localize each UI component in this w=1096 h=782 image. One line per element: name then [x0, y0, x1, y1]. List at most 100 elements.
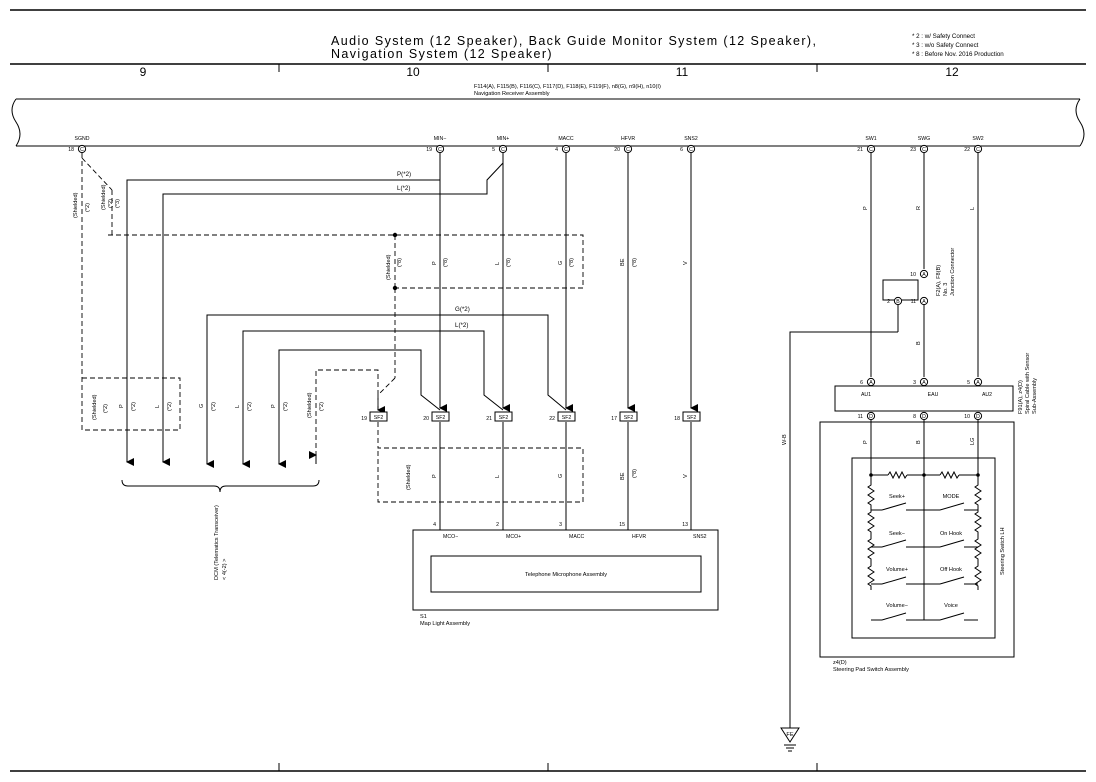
wire-eau-b-label: B	[916, 341, 922, 345]
wire-lower-be-label: BE	[620, 472, 626, 480]
pin-min-pos-name: MIN+	[497, 136, 510, 142]
wire-upper-be-star8: (*8)	[632, 258, 638, 267]
splice-21-num: 21	[486, 416, 492, 422]
pin-min-neg-num: 19	[426, 147, 432, 153]
button-on-hook: On Hook	[940, 531, 962, 537]
spiral-name2: Sub-Assembly	[1032, 378, 1038, 414]
spiral-label-au1: AU1	[861, 392, 871, 398]
junction-pin-2-num: 2	[887, 299, 890, 305]
spiral-cable-pins: 6 A 3 A 5 A AU1 EAU AU2 11 D 8 D 10 D	[858, 377, 992, 421]
button-voice: Voice	[944, 603, 958, 609]
spiral-pin-10-conn: D	[976, 414, 980, 420]
splice-17-label: SF2	[624, 415, 634, 421]
steering-switch-lh-label: Steering Switch LH	[1000, 527, 1006, 575]
map-light-pin-2-name: MCO+	[506, 534, 521, 540]
button-off-hook: Off Hook	[940, 567, 962, 573]
junction-connector: 10 A 11 A 2 B	[887, 269, 929, 306]
spiral-pin-11-conn: D	[869, 414, 873, 420]
button-mode: MODE	[943, 494, 960, 500]
shield-upper-star2-label: (*2)	[108, 199, 114, 208]
column-number-12: 12	[945, 65, 959, 79]
steering-switch-buttons: Seek+ MODE Seek− On Hook Volume+ Off Hoo…	[886, 494, 962, 609]
pin-macc-conn: C	[564, 147, 568, 153]
note-2: * 3 : w/o Safety Connect	[912, 42, 979, 49]
shield-mid-shielded-label: (Shielded)	[386, 254, 392, 280]
pin-macc-name: MACC	[558, 136, 574, 142]
dcm-wire-l2-star2: (*2)	[247, 402, 253, 411]
wire-sw1-p-label: P	[863, 206, 869, 210]
spiral-label-eau: EAU	[928, 392, 939, 398]
pin-sns2-conn: C	[689, 147, 693, 153]
spiral-pin-3-num: 3	[913, 380, 916, 386]
dcm-wire-p2-star2: (*2)	[283, 402, 289, 411]
splice-19: 19 SF2	[361, 411, 388, 422]
pin-swg-num: 23	[910, 147, 916, 153]
pin-hfvr-num: 20	[614, 147, 620, 153]
pin-hfvr-terminal	[623, 144, 633, 154]
junction-name2: Junction Connector	[950, 248, 956, 296]
steering-pad-name: Steering Pad Switch Assembly	[833, 667, 909, 673]
dcm-wire-g-label: G	[199, 404, 205, 408]
map-light-pin-13-name: SNS2	[693, 534, 707, 540]
middle-wiring	[377, 153, 698, 530]
shield-mid-star8-label: (*8)	[397, 258, 403, 267]
button-volume-plus: Volume+	[886, 567, 908, 573]
junction-code: F2(A), F8(B)	[936, 265, 942, 296]
splice-20: 20 SF2	[423, 411, 450, 422]
wire-label-g-star2: G(*2)	[455, 306, 470, 313]
dcm-wire-l-label: L	[155, 405, 161, 408]
map-light-pin-4-num: 4	[433, 522, 436, 528]
wire-swg-r-label: R	[916, 206, 922, 210]
wire-upper-p-star8: (*8)	[443, 258, 449, 267]
spiral-pin-6-num: 6	[860, 380, 863, 386]
pin-sw2-conn: C	[976, 147, 980, 153]
pin-min-pos-terminal	[498, 144, 508, 154]
pin-macc-num: 4	[555, 147, 558, 153]
switch-wire-lg-label: LG	[970, 438, 976, 445]
column-number-11: 11	[676, 65, 689, 79]
splice-row: 19 SF2 20 SF2 21 SF2 22 SF2 17 SF2 18 SF…	[361, 411, 701, 422]
map-light-pin-2-num: 2	[496, 522, 499, 528]
splice-18-label: SF2	[687, 415, 697, 421]
wire-lower-v-label: V	[683, 474, 689, 478]
pin-sw2-name: SW2	[972, 136, 983, 142]
wire-lower-p-label: P	[432, 474, 438, 478]
junction-pin-11-num: 11	[911, 299, 916, 305]
pin-sgnd-num: 18	[68, 147, 74, 153]
spiral-pin-8-num: 8	[913, 414, 916, 420]
map-light-code: S1	[420, 614, 427, 620]
ground-wire-label: W-B	[782, 434, 788, 445]
spiral-pin-8-conn: D	[922, 414, 926, 420]
pin-sw1-name: SW1	[865, 136, 876, 142]
pin-sw1-num: 21	[857, 147, 863, 153]
wire-label-p-star2: P(*2)	[397, 171, 411, 178]
splice-19-label: SF2	[374, 415, 384, 421]
spiral-name1: Spiral Cable with Sensor	[1025, 353, 1031, 414]
spiral-code: F91(A), z4(D)	[1018, 380, 1024, 414]
map-light-pins: 4 MCO− 2 MCO+ 3 MACC 15 HFVR 13 SNS2	[433, 522, 707, 540]
dcm-shield-label: (Shielded)	[307, 392, 313, 418]
shield-lower-shielded-label: (Shielded)	[406, 464, 412, 490]
pin-hfvr: HFVR 20 C	[614, 136, 635, 154]
wire-lower-be-star8: (*8)	[632, 469, 638, 478]
column-number-9: 9	[140, 65, 147, 79]
pin-sw1: SW1 21 C	[857, 136, 877, 154]
pin-min-neg-terminal	[435, 144, 445, 154]
dcm-wire-p2-label: P	[271, 404, 277, 408]
column-number-10: 10	[406, 65, 420, 79]
wire-upper-p-label: P	[432, 261, 438, 265]
pin-sns2: SNS2 6 C	[680, 136, 698, 154]
spiral-label-au2: AU2	[982, 392, 992, 398]
wire-label-l-star2: L(*2)	[397, 185, 410, 192]
dcm-wire-l-star2: (*2)	[167, 402, 173, 411]
spiral-pin-11-num: 11	[858, 414, 863, 420]
splice-20-label: SF2	[436, 415, 446, 421]
shield-left-star2-label: (*2)	[103, 404, 109, 413]
splice-20-num: 20	[423, 416, 429, 422]
pin-sw1-conn: C	[869, 147, 873, 153]
pin-sgnd-conn: C	[80, 147, 84, 153]
splice-18: 18 SF2	[674, 411, 701, 422]
left-wiring	[81, 153, 584, 493]
spiral-pin-5-num: 5	[967, 380, 970, 386]
note-3: * 8 : Before Nov. 2016 Production	[912, 51, 1004, 58]
